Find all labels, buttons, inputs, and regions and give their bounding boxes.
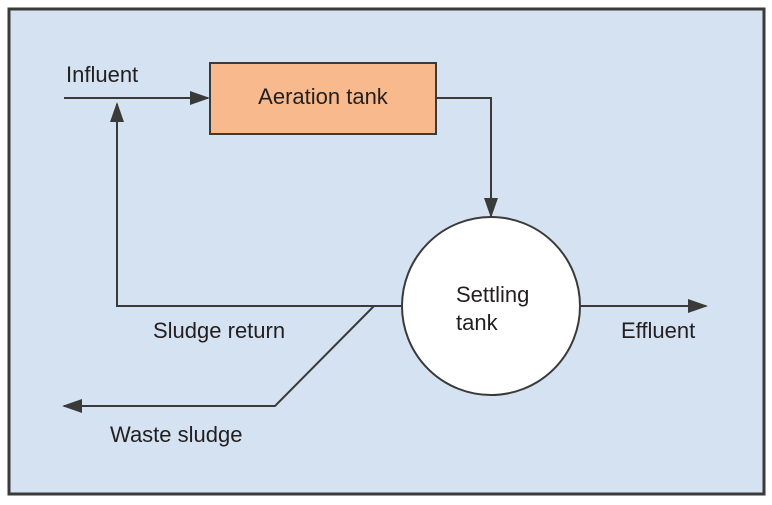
influent-label: Influent <box>66 62 138 87</box>
waste-sludge-arrow <box>62 305 375 413</box>
aeration-tank-label: Aeration tank <box>258 84 389 109</box>
aeration-to-settling-arrow <box>436 97 498 218</box>
sludge-return-label: Sludge return <box>153 318 285 343</box>
effluent-label: Effluent <box>621 318 695 343</box>
settling-tank-label-line2: tank <box>456 310 499 335</box>
sludge-return-arrow <box>110 102 402 307</box>
waste-sludge-label: Waste sludge <box>110 422 242 447</box>
settling-tank-label-line1: Settling <box>456 282 529 307</box>
aeration-tank-box <box>209 62 437 135</box>
